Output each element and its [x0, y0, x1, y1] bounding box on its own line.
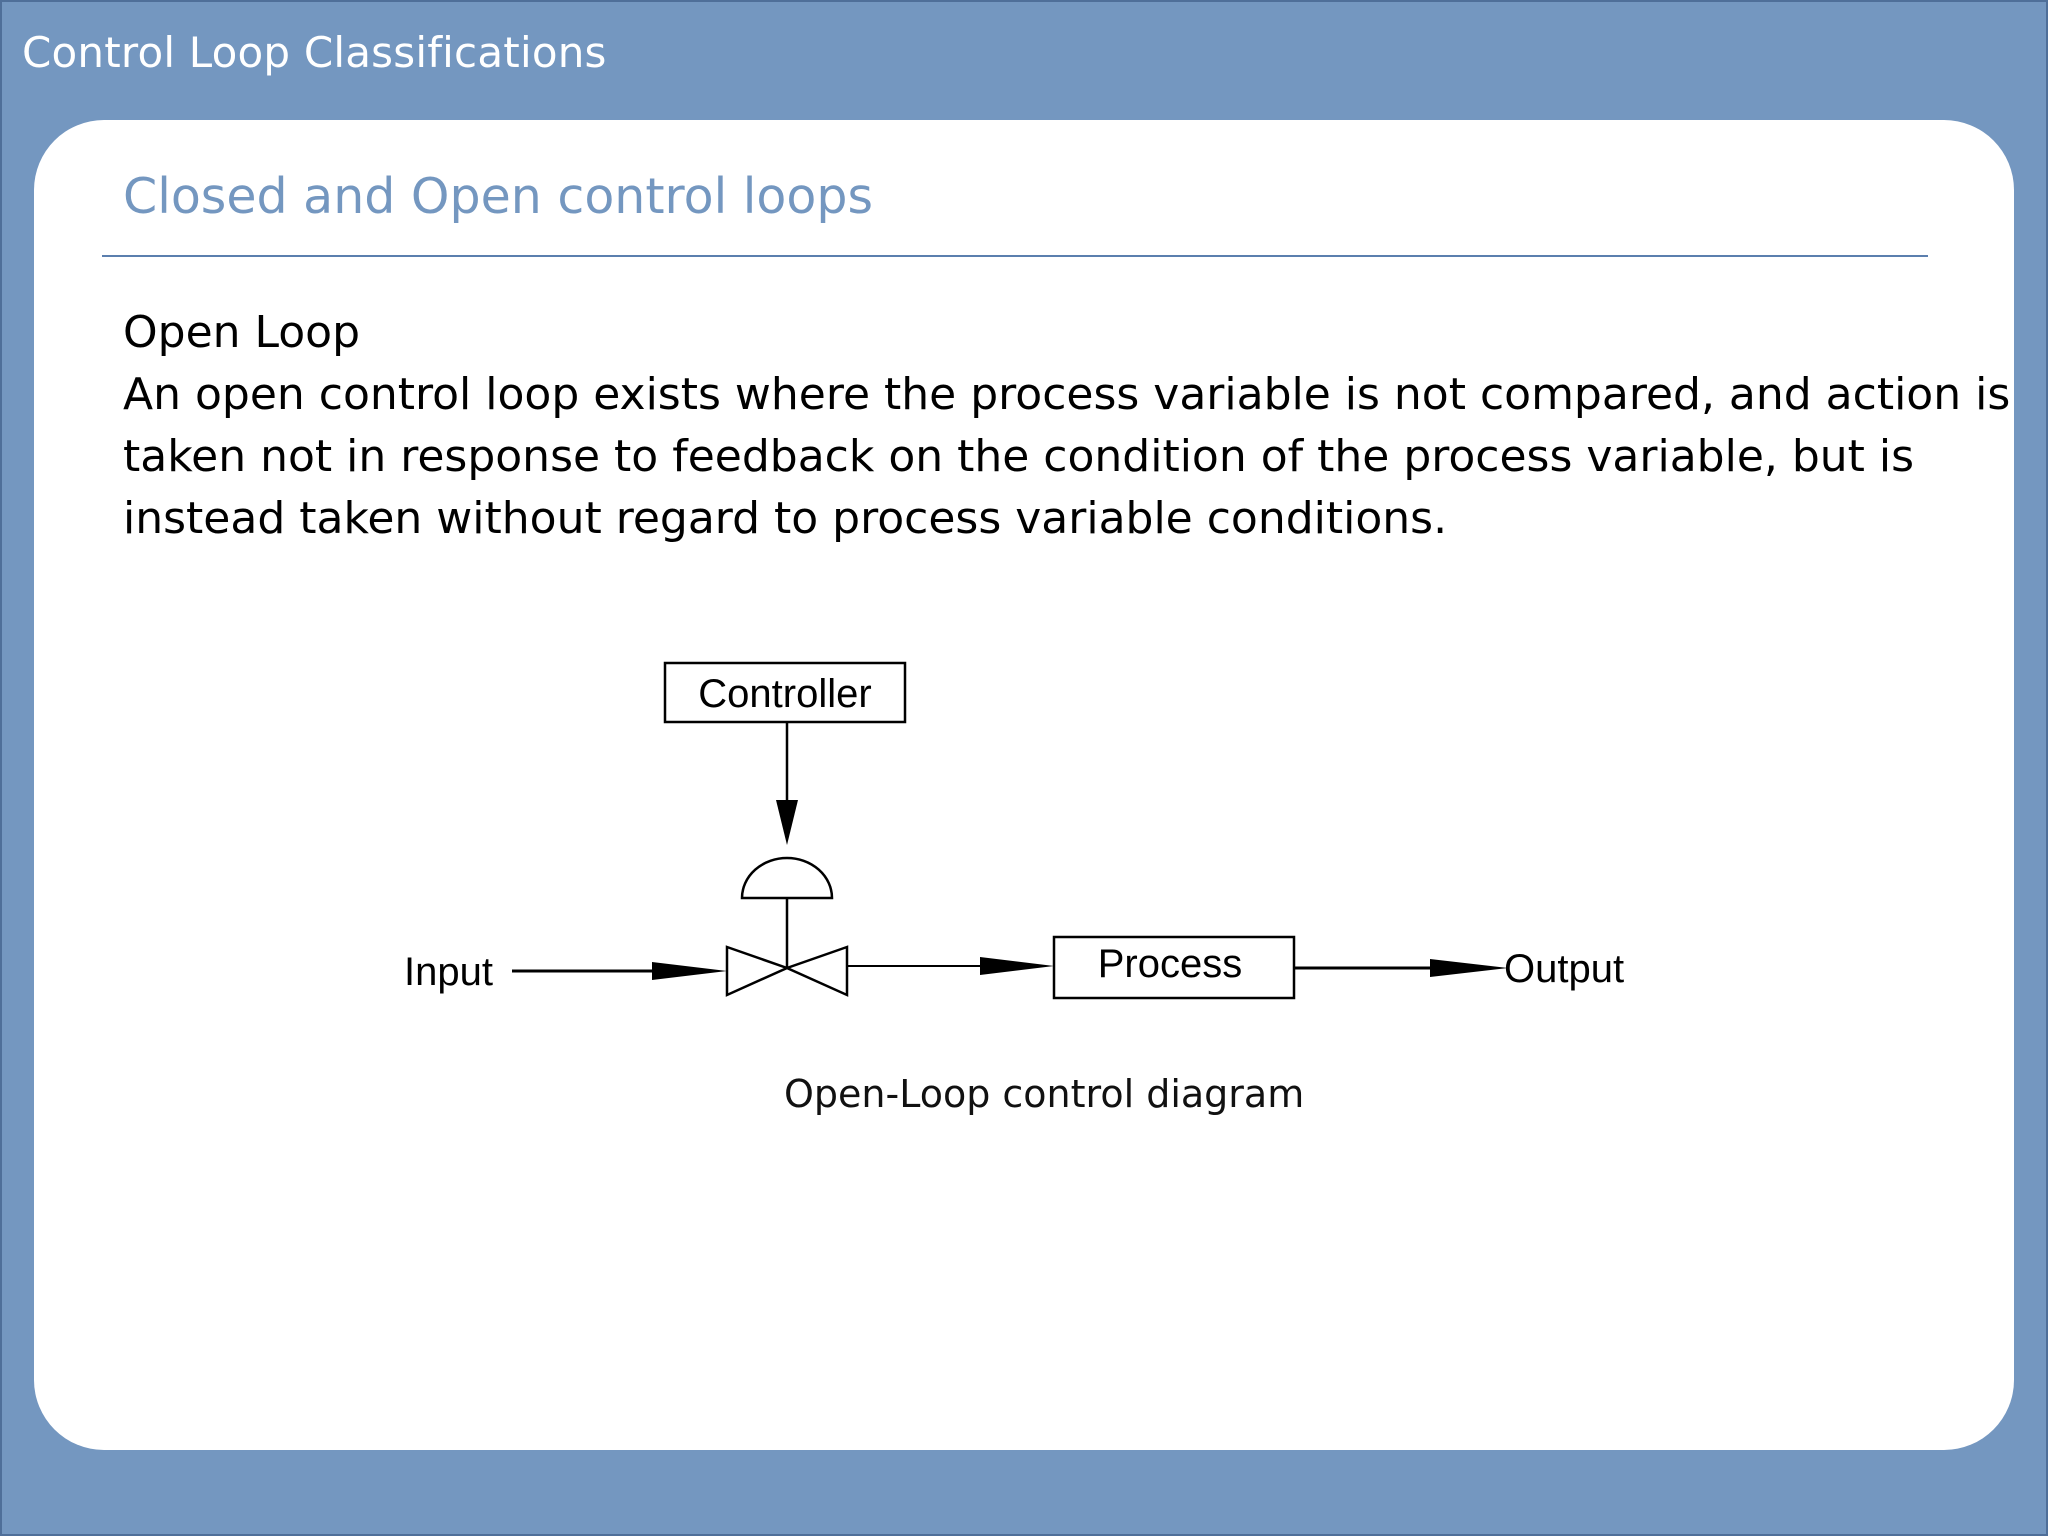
- valve-to-process-arrow: [847, 957, 1054, 975]
- header-title: Control Loop Classifications: [22, 28, 607, 77]
- process-label: Process: [1098, 942, 1243, 986]
- output-label: Output: [1504, 947, 1624, 991]
- content-card: [34, 120, 2014, 1450]
- controller-block: Controller: [663, 661, 907, 724]
- controller-signal-arrow: [776, 722, 798, 845]
- control-valve-icon: [725, 945, 849, 997]
- input-label: Input: [404, 950, 493, 994]
- input-arrow: [512, 962, 727, 980]
- controller-label: Controller: [698, 672, 871, 716]
- title-divider: [102, 255, 1928, 257]
- slide-title: Closed and Open control loops: [123, 168, 874, 225]
- body-text: Open Loop An open control loop exists wh…: [123, 302, 2011, 550]
- actuator-icon: [740, 856, 834, 968]
- paragraph-line: An open control loop exists where the pr…: [123, 369, 2011, 420]
- paragraph-line: taken not in response to feedback on the…: [123, 431, 1915, 482]
- section-heading: Open Loop: [123, 307, 361, 358]
- output-arrow: [1294, 959, 1508, 977]
- process-block: Process: [1052, 935, 1296, 1000]
- diagram-caption: Open-Loop control diagram: [784, 1072, 1305, 1116]
- paragraph-line: instead taken without regard to process …: [123, 493, 1448, 544]
